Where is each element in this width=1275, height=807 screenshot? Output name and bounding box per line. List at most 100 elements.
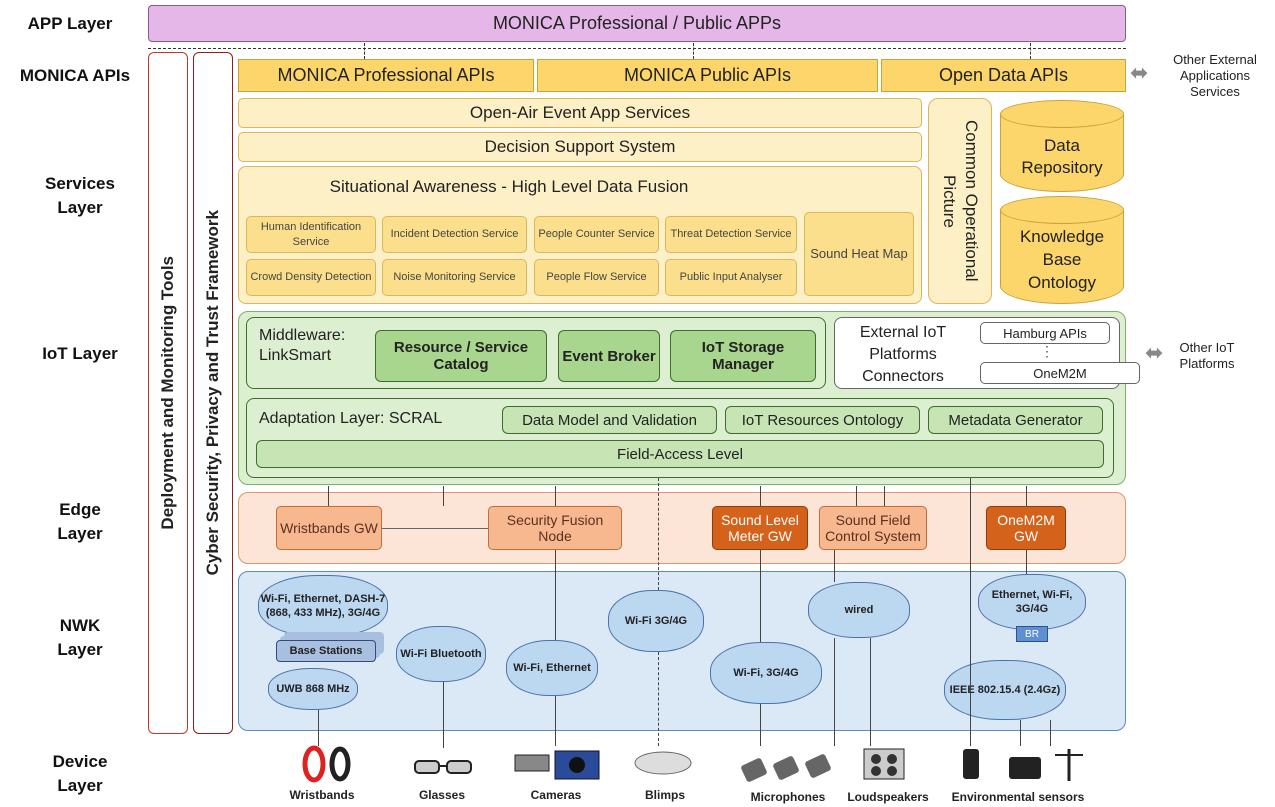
cloud-ieee-802154: IEEE 802.15.4 (2.4Gz) [944,660,1066,720]
service-threat-detection: Threat Detection Service [665,216,797,253]
resource-catalog-label: Resource / Service Catalog [393,339,529,373]
iot-resources-ontology: IoT Resources Ontology [725,406,920,434]
link-line [884,486,885,506]
cloud-label: Wi-Fi Bluetooth [400,648,482,660]
service-label: Noise Monitoring Service [393,271,516,283]
event-broker-label: Event Broker [562,347,656,365]
service-label: Incident Detection Service [390,228,519,240]
camera-icon [510,746,604,784]
common-operational-picture: Common Operational Picture [928,98,992,304]
onem2m-connector: OneM2M [980,362,1140,384]
device-label-wristbands: Wristbands [289,788,355,802]
service-public-input: Public Input Analyser [665,259,797,296]
metadata-generator: Metadata Generator [928,406,1103,434]
double-arrow-icon: ⬌ [1130,60,1149,85]
link-line [443,682,444,748]
base-stations: Base Stations [276,640,376,662]
knowledge-base: Knowledge Base Ontology [1000,196,1124,304]
event-broker: Event Broker [558,330,660,382]
service-incident-detection: Incident Detection Service [382,216,527,253]
device-label-loudspeakers: Loudspeakers [847,790,929,804]
open-air-label: Open-Air Event App Services [469,103,691,122]
link-line [555,696,556,746]
double-arrow-icon: ⬌ [1145,340,1164,365]
link-line [318,710,319,746]
layer-label-edge: Edge Layer [57,500,103,543]
layer-label-nwk: NWK Layer [57,616,103,659]
link-line [856,486,857,506]
deployment-tools-label: Deployment and Monitoring Tools [158,256,177,530]
device-label-cameras: Cameras [530,788,582,802]
layer-label-services: Services Layer [45,174,115,217]
security-framework-label: Cyber Security, Privacy and Trust Framew… [203,210,222,576]
service-people-counter: People Counter Service [534,216,659,253]
layer-label-iot: IoT Layer [42,344,118,363]
link-line [443,486,444,506]
field-access-label: Field-Access Level [617,445,743,463]
cloud-label: IEEE 802.15.4 (2.4Gz) [949,684,1061,696]
field-access-level: Field-Access Level [256,440,1104,468]
sound-heat-map-label: Sound Heat Map [810,246,908,261]
layer-label-app: APP Layer [27,14,113,33]
service-human-identification: Human Identification Service [246,216,376,253]
link-line [555,486,556,506]
api-open-data: Open Data APIs [881,59,1126,92]
link-line [1050,720,1051,746]
data-repository: Data Repository [1000,100,1124,192]
service-label: Threat Detection Service [670,228,792,240]
open-air-services: Open-Air Event App Services [238,98,922,128]
data-repository-label: Data Repository [1021,136,1103,177]
sound-level-meter-gw: Sound Level Meter GW [712,506,808,550]
cloud-wifi-bluetooth: Wi-Fi Bluetooth [396,626,486,682]
service-label: Public Input Analyser [679,271,783,283]
iot-storage-manager: IoT Storage Manager [670,330,816,382]
link-line [760,486,761,506]
cloud-wifi-3g4g-microphones: Wi-Fi, 3G/4G [710,642,822,704]
onem2m-gw: OneM2M GW [986,506,1066,550]
cloud-label: Ethernet, Wi-Fi, 3G/4G [991,589,1073,615]
device-label-microphones: Microphones [750,790,826,804]
security-framework-bar: Cyber Security, Privacy and Trust Framew… [193,52,233,734]
cloud-label: Wi-Fi 3G/4G [624,615,688,627]
service-noise-monitoring: Noise Monitoring Service [382,259,527,296]
situational-awareness-title: Situational Awareness - High Level Data … [329,177,689,196]
base-stations-label: Base Stations [289,645,363,657]
link-line [1026,550,1027,574]
service-people-flow: People Flow Service [534,259,659,296]
metadata-label: Metadata Generator [948,411,1083,429]
onem2m-gw-label: OneM2M GW [997,512,1055,544]
sound-field-control: Sound Field Control System [819,506,927,550]
link-line [870,638,871,746]
cloud-label: UWB 868 MHz [276,683,350,695]
environmental-sensor-icon [958,744,1088,784]
other-external-label: Other External Applications Services [1173,52,1257,99]
middleware-title: Middleware: LinkSmart [259,327,346,364]
link-line [760,704,761,746]
service-crowd-density: Crowd Density Detection [246,259,376,296]
api-public: MONICA Public APIs [537,59,878,92]
api-professional: MONICA Professional APIs [238,59,534,92]
link-line [658,478,659,590]
wristband-icon [296,744,360,784]
cloud-uwb: UWB 868 MHz [268,668,358,710]
wristbands-gw: Wristbands GW [276,506,382,550]
layer-label-apis: MONICA APIs [19,66,131,85]
device-label-blimps: Blimps [644,788,685,802]
link-line [1020,720,1021,746]
device-label-glasses: Glasses [418,788,466,802]
decision-support-system: Decision Support System [238,132,922,162]
api-public-label: MONICA Public APIs [623,65,792,85]
link-line [1026,486,1027,506]
app-api-arrow-2 [693,43,694,59]
knowledge-base-label: Knowledge Base Ontology [1019,226,1105,292]
hamburg-label: Hamburg APIs [1003,325,1087,341]
cloud-wifi-ethernet-dash7: Wi-Fi, Ethernet, DASH-7 (868, 433 MHz), … [258,575,388,637]
link-line [834,638,835,746]
cop-label: Common Operational Picture [940,120,981,282]
layer-label-device: Device Layer [52,752,108,795]
cloud-wifi-ethernet: Wi-Fi, Ethernet [506,640,598,696]
app-api-arrow-1 [364,43,365,59]
service-label: People Counter Service [538,228,655,240]
link-line [834,550,835,582]
service-label: Crowd Density Detection [250,271,372,283]
